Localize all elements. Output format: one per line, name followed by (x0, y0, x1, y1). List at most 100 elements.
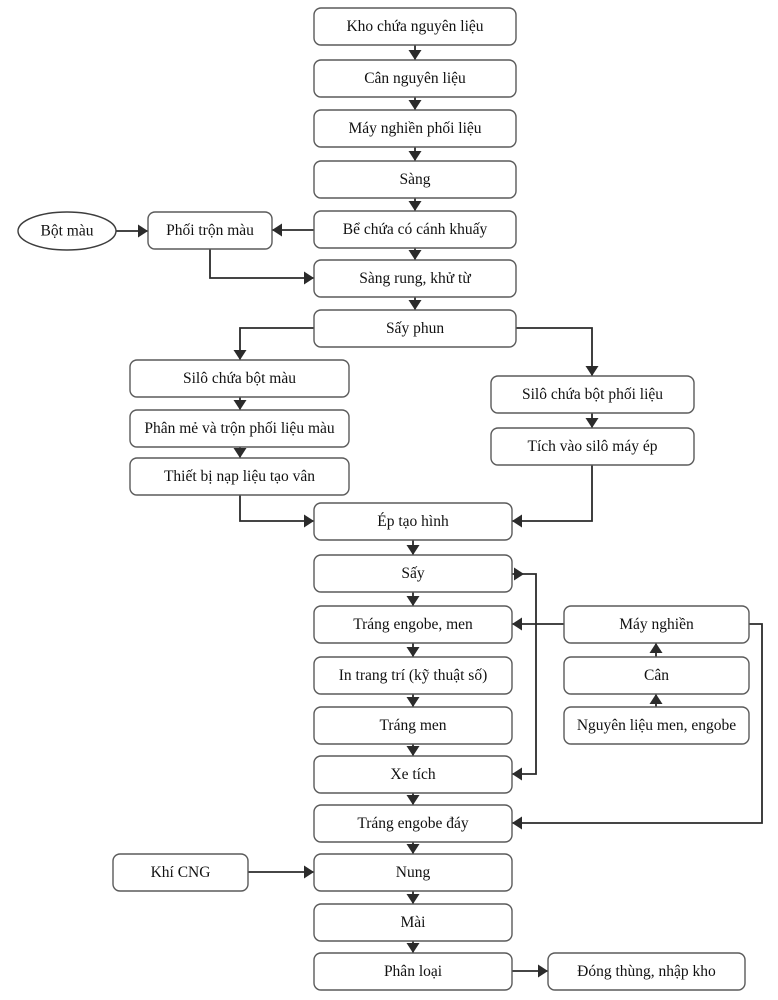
edge-line (512, 465, 593, 522)
node-say[interactable]: Sấy (313, 554, 513, 593)
node-rect[interactable] (313, 160, 517, 199)
node-mai[interactable]: Mài (313, 903, 513, 942)
edge-n13-to-n14 (585, 413, 599, 428)
node-sang-rung-khu-tu[interactable]: Sàng rung, khử từ (313, 259, 517, 298)
node-khi-cng[interactable]: Khí CNG (112, 853, 249, 892)
edge-line (512, 623, 763, 824)
node-phan-me-va-tron-phoi-lieu-mau[interactable]: Phân mẻ và trộn phối liệu màu (129, 409, 350, 448)
node-rect[interactable] (313, 804, 513, 843)
node-thiet-bi-nap-lieu-tao-van[interactable]: Thiết bị nạp liệu tạo vân (129, 457, 350, 496)
node-rect[interactable] (313, 903, 513, 942)
edge-n4-to-n5 (408, 198, 422, 211)
node-rect[interactable] (129, 457, 350, 496)
edge-arrowhead (649, 694, 663, 704)
node-say-phun[interactable]: Sấy phun (313, 309, 517, 348)
node-rect[interactable] (129, 359, 350, 398)
node-dong-thung-nhap-kho[interactable]: Đóng thùng, nhập kho (547, 952, 746, 991)
node-rect[interactable] (313, 853, 513, 892)
edge-arrowhead (408, 300, 422, 310)
node-may-nghien-phoi-lieu[interactable]: Máy nghiền phối liệu (313, 109, 517, 148)
node-can[interactable]: Cân (563, 656, 750, 695)
edge-arrowhead (272, 223, 282, 237)
edge-arrowhead (408, 100, 422, 110)
node-can-nguyen-lieu[interactable]: Cân nguyên liệu (313, 59, 517, 98)
node-silo-chua-bot-phoi-lieu[interactable]: Silô chứa bột phối liệu (490, 375, 695, 414)
edge-n23-to-n24 (406, 941, 420, 953)
node-nguyen-lieu-men-engobe[interactable]: Nguyên liệu men, engobe (563, 706, 750, 745)
edge-arrowhead (512, 767, 522, 781)
node-bot-mau[interactable]: Bột màu (17, 211, 117, 251)
edge-n25-to-n21 (512, 623, 763, 830)
node-trang-engobe-day[interactable]: Tráng engobe đáy (313, 804, 513, 843)
edge-n19-to-n20 (406, 744, 420, 756)
node-rect[interactable] (147, 211, 273, 250)
edge-n6-to-n7 (408, 297, 422, 310)
edge-n14-to-n15 (512, 465, 593, 528)
edge-n12-to-n15 (239, 495, 314, 528)
edge-line (516, 327, 593, 376)
node-rect[interactable] (563, 605, 750, 644)
edge-line (512, 624, 537, 775)
node-rect[interactable] (313, 952, 513, 991)
edge-n2-to-n3 (408, 97, 422, 110)
edge-line (209, 249, 314, 279)
node-rect[interactable] (313, 59, 517, 98)
edge-n25-to-n20 (512, 624, 537, 781)
node-kho-chua-nguyen-lieu[interactable]: Kho chứa nguyên liệu (313, 7, 517, 46)
node-may-nghien[interactable]: Máy nghiền (563, 605, 750, 644)
edge-arrowhead (585, 418, 599, 428)
node-silo-chua-bot-mau[interactable]: Silô chứa bột màu (129, 359, 350, 398)
node-tich-vao-silo-may-ep[interactable]: Tích vào silô máy ép (490, 427, 695, 466)
node-rect[interactable] (490, 375, 695, 414)
node-xe-tich[interactable]: Xe tích (313, 755, 513, 794)
edge-arrowhead (408, 250, 422, 260)
edge-arrowhead (233, 448, 247, 458)
node-rect[interactable] (313, 259, 517, 298)
node-rect[interactable] (563, 706, 750, 745)
node-rect[interactable] (313, 7, 517, 46)
edge-n22-to-n23 (406, 891, 420, 904)
node-rect[interactable] (313, 755, 513, 794)
edge-arrowhead (406, 697, 420, 707)
node-rect[interactable] (313, 605, 513, 644)
node-phan-loai[interactable]: Phân loại (313, 952, 513, 991)
edge-arrowhead (512, 617, 522, 631)
edge-arrowhead (585, 366, 599, 376)
edge-arrowhead (512, 816, 522, 830)
node-rect[interactable] (313, 656, 513, 695)
edge-n9-to-n6 (209, 249, 314, 285)
edge-arrowhead (538, 964, 548, 978)
node-rect[interactable] (313, 210, 517, 249)
node-rect[interactable] (313, 309, 517, 348)
node-rect[interactable] (313, 706, 513, 745)
edge-arrowhead (514, 567, 524, 581)
node-ep-tao-hinh[interactable]: Ép tạo hình (313, 502, 513, 541)
node-be-chua-co-canh-khuay[interactable]: Bể chứa có cánh khuấy (313, 210, 517, 249)
node-rect[interactable] (112, 853, 249, 892)
node-rect[interactable] (490, 427, 695, 466)
edge-n25-to-n16 (512, 567, 537, 624)
node-phoi-tron-mau[interactable]: Phối trộn màu (147, 211, 273, 250)
edge-arrowhead (408, 201, 422, 211)
node-rect[interactable] (313, 554, 513, 593)
edge-n25-to-n17 (512, 617, 564, 631)
edges-layer (116, 45, 763, 978)
node-nung[interactable]: Nung (313, 853, 513, 892)
node-sang[interactable]: Sàng (313, 160, 517, 199)
node-in-trang-tri-ky-thuat-so[interactable]: In trang trí (kỹ thuật số) (313, 656, 513, 695)
node-rect[interactable] (313, 109, 517, 148)
edge-n1-to-n2 (408, 45, 422, 60)
node-rect[interactable] (313, 502, 513, 541)
edge-line (239, 327, 314, 360)
node-rect[interactable] (547, 952, 746, 991)
edge-n24-to-n29 (512, 964, 548, 978)
node-trang-engobe-men[interactable]: Tráng engobe, men (313, 605, 513, 644)
node-trang-men[interactable]: Tráng men (313, 706, 513, 745)
edge-n7-to-n13 (516, 327, 599, 376)
node-ellipse[interactable] (17, 211, 117, 251)
node-rect[interactable] (563, 656, 750, 695)
edge-arrowhead (138, 224, 148, 238)
edge-n20-to-n21 (406, 793, 420, 805)
node-rect[interactable] (129, 409, 350, 448)
